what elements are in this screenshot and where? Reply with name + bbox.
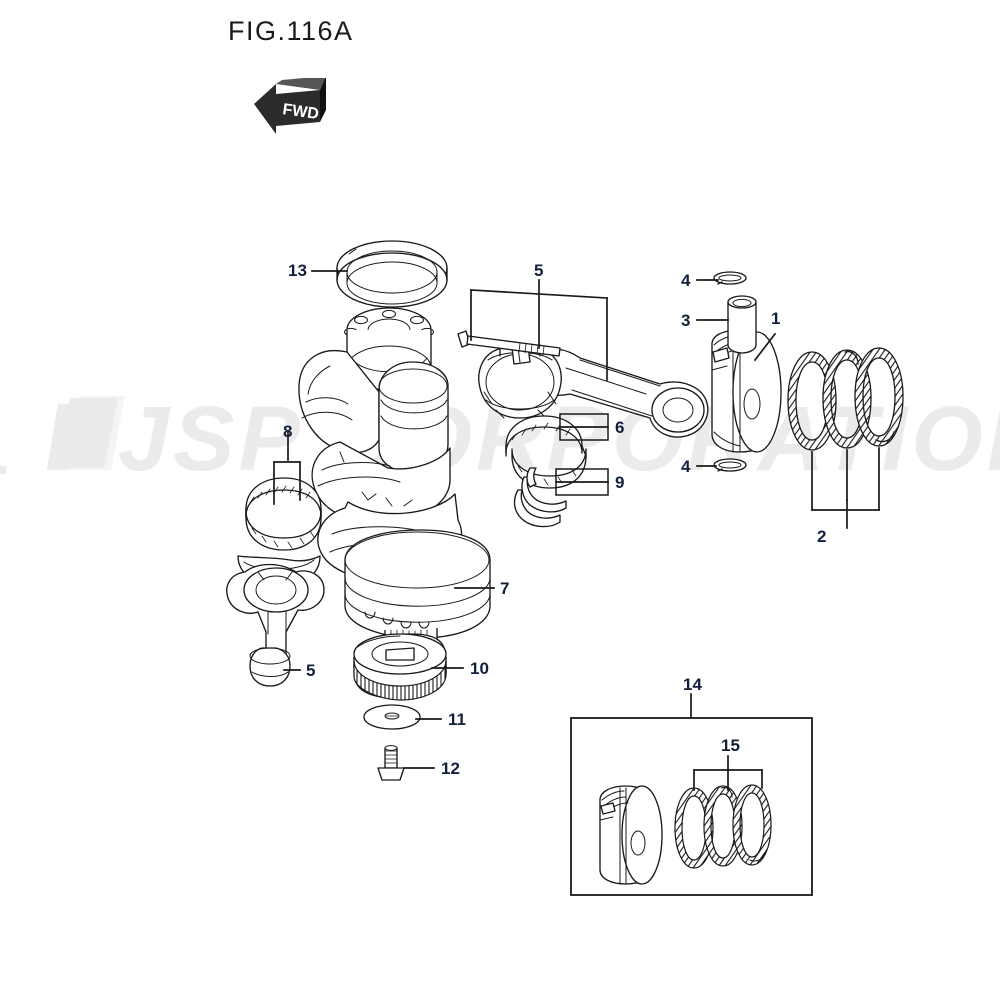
callout-4-upper[interactable]: 4	[681, 271, 691, 290]
part-piston-ring-set	[787, 347, 904, 451]
part-crankshaft	[298, 307, 463, 582]
callout-10[interactable]: 10	[470, 659, 489, 678]
callout-9[interactable]: 9	[615, 473, 625, 492]
part-oversize-ring-set	[674, 784, 772, 869]
part-thrust-bearing	[513, 467, 567, 528]
part-circlip-lower	[713, 458, 747, 472]
part-connecting-rod-lower	[226, 563, 325, 687]
fwd-arrow: FWD	[254, 78, 326, 134]
callout-11[interactable]: 11	[448, 710, 466, 729]
leader-1	[753, 332, 777, 362]
figure-title: FIG.116A	[228, 16, 354, 46]
callout-13[interactable]: 13	[288, 261, 307, 280]
callout-8[interactable]: 8	[283, 422, 293, 441]
callout-1[interactable]: 1	[771, 309, 781, 328]
callout-4-lower[interactable]: 4	[681, 457, 691, 476]
callout-6[interactable]: 6	[615, 418, 625, 437]
part-drive-gear	[353, 633, 447, 701]
callout-2[interactable]: 2	[817, 527, 827, 546]
part-oversize-piston	[599, 785, 663, 885]
callout-3[interactable]: 3	[681, 311, 691, 330]
part-rod-bolt	[457, 330, 561, 357]
callout-12[interactable]: 12	[441, 759, 460, 778]
callout-5-lower[interactable]: 5	[306, 661, 316, 680]
callout-7[interactable]: 7	[500, 579, 510, 598]
part-piston	[711, 329, 782, 453]
fwd-arrow-label: FWD	[281, 101, 319, 123]
callout-15[interactable]: 15	[721, 736, 740, 755]
part-thrust-ring	[336, 240, 448, 308]
part-washer	[363, 704, 421, 730]
flywheel-lugs	[364, 611, 430, 629]
callout-14[interactable]: 14	[683, 675, 702, 694]
part-bolt	[377, 745, 405, 781]
part-circlip-upper	[713, 271, 747, 285]
jsp-logo-mark	[0, 396, 125, 474]
part-piston-pin	[727, 295, 757, 354]
callout-5-upper[interactable]: 5	[534, 261, 544, 280]
